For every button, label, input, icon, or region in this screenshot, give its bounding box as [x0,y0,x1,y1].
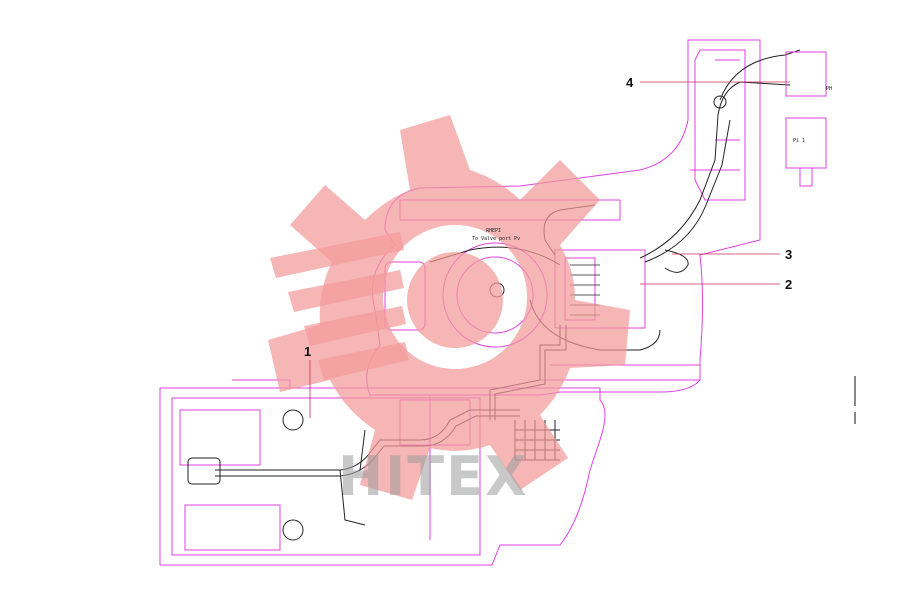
hose-branch-lower-left [339,429,366,526]
hose-to-boom-2 [644,119,731,263]
callout-1: 1 [304,344,311,359]
pilot-rod [799,167,813,187]
pilot-bottom-label: Pi 1 [793,138,805,144]
valve-port-label-2: To Valve port Pv [472,236,520,242]
tech-labels: RHEPI To Valve port Pv PH Pi 1 [472,86,832,242]
track-motor-top [282,409,304,431]
valve-port-label-1: RHEPI [486,228,501,234]
hose-to-boom [639,81,791,259]
callout-3: 3 [785,247,792,262]
pilot-cylinder-top [785,51,827,97]
callout-2: 2 [785,277,792,292]
hose-loop-boom-joint [664,249,689,273]
watermark-stripe [304,306,406,346]
watermark-gear-ring [268,115,630,500]
boom-joint-fitting [713,95,727,109]
boom-mount-inner [690,59,740,171]
hose-top-loop [719,49,801,101]
watermark-stripe [318,342,409,380]
callout-4: 4 [626,75,634,90]
track-motor-left [187,457,221,485]
track-motor-bottom [282,519,304,541]
lower-chassis-panel-bottom [184,504,281,551]
watermark-gear [268,115,630,500]
pilot-top-label: PH [826,86,832,92]
watermark-text: HITEX [338,445,529,508]
pilot-cylinder-bottom [785,117,827,169]
lower-chassis-panel-left [179,409,261,466]
watermark-gear-hub [407,252,503,348]
watermark-stripe [270,232,404,278]
components [187,51,827,541]
lower-chassis-outline [159,387,606,566]
watermark-stripe [288,270,404,312]
callouts [309,81,790,418]
boom-mount-outline [694,49,746,201]
